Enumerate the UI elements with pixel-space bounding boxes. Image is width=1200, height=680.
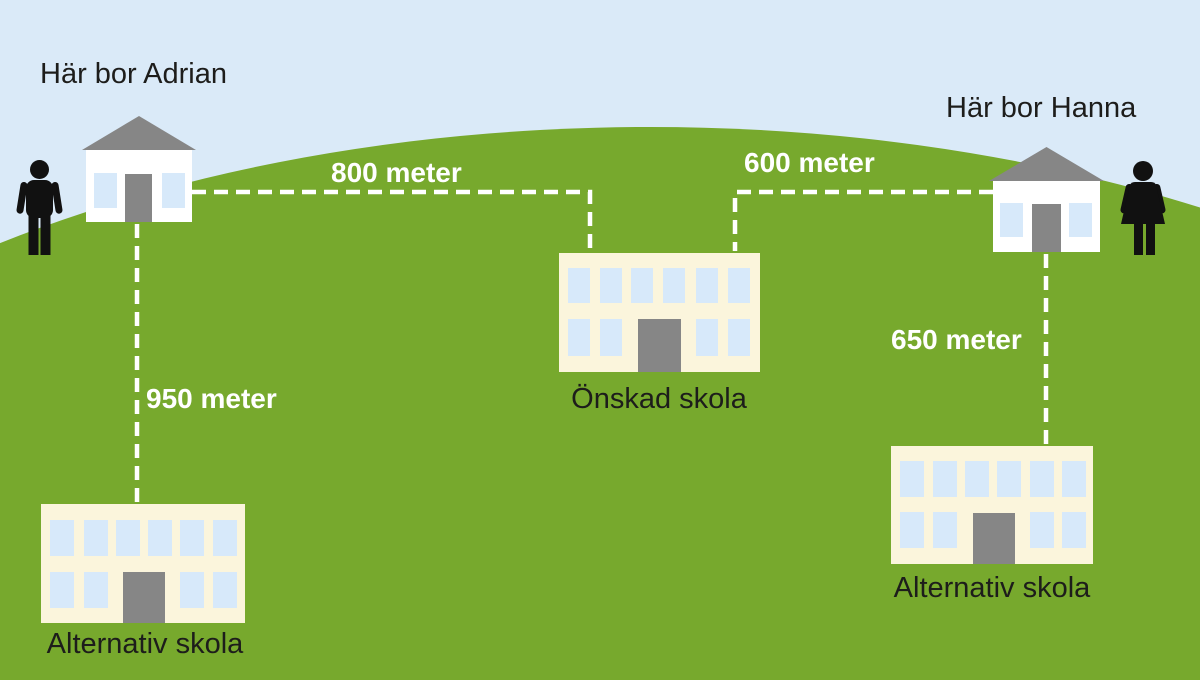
school-window xyxy=(696,319,718,356)
male-right-arm xyxy=(51,181,63,214)
house-window xyxy=(94,173,117,208)
house-window xyxy=(1000,203,1023,237)
male-torso xyxy=(26,180,53,218)
house-door xyxy=(1032,204,1061,252)
female-right-leg xyxy=(1146,224,1155,255)
house-window xyxy=(1069,203,1092,237)
school-window xyxy=(213,520,237,556)
school-window xyxy=(663,268,685,303)
female-left-leg xyxy=(1134,224,1143,255)
alternative-school-left-label: Alternativ skola xyxy=(46,628,244,660)
school-window xyxy=(84,572,108,608)
desired-school-label: Önskad skola xyxy=(571,383,747,415)
school-window xyxy=(180,520,204,556)
female-head xyxy=(1133,161,1153,181)
school-window xyxy=(696,268,718,303)
house-roof xyxy=(989,147,1104,181)
school-window xyxy=(1030,512,1054,548)
school-window xyxy=(1062,512,1086,548)
school-window xyxy=(900,461,924,497)
school-window xyxy=(933,461,957,497)
male-left-arm xyxy=(16,181,28,214)
house-roof xyxy=(82,116,196,150)
school-window xyxy=(1030,461,1054,497)
school-window xyxy=(116,520,140,556)
female-person-icon xyxy=(1120,161,1166,255)
school-window xyxy=(568,268,590,303)
male-person-icon xyxy=(16,160,63,255)
alternative-school-right-label: Alternativ skola xyxy=(893,572,1091,604)
alternative-school-right-icon xyxy=(891,446,1093,564)
male-head xyxy=(30,160,49,179)
school-window xyxy=(1062,461,1086,497)
school-window xyxy=(933,512,957,548)
hanna-house-icon xyxy=(989,147,1104,252)
desired-school-icon xyxy=(559,253,760,372)
school-window xyxy=(728,268,750,303)
adrian-house-icon xyxy=(82,116,196,222)
distance-label-adrian-desired: 800 meter xyxy=(331,157,462,188)
school-window xyxy=(84,520,108,556)
school-window xyxy=(180,572,204,608)
school-window xyxy=(600,319,622,356)
house-window xyxy=(162,173,185,208)
school-window xyxy=(50,572,74,608)
alternative-school-left-icon xyxy=(41,504,245,623)
male-right-leg xyxy=(40,212,51,255)
distance-label-adrian-alt: 950 meter xyxy=(146,383,277,414)
hanna-home-label: Här bor Hanna xyxy=(946,92,1137,124)
school-door xyxy=(123,572,165,623)
adrian-home-label: Här bor Adrian xyxy=(40,58,227,90)
school-window xyxy=(568,319,590,356)
school-window xyxy=(997,461,1021,497)
female-dress xyxy=(1121,182,1165,224)
school-window xyxy=(728,319,750,356)
house-door xyxy=(125,174,152,222)
school-window xyxy=(50,520,74,556)
school-window xyxy=(213,572,237,608)
school-door xyxy=(973,513,1015,564)
school-window xyxy=(965,461,989,497)
distance-line-hanna-desired xyxy=(732,189,993,251)
distance-label-hanna-desired: 600 meter xyxy=(744,147,875,178)
school-window xyxy=(900,512,924,548)
school-door xyxy=(638,319,681,372)
school-window xyxy=(631,268,653,303)
male-left-leg xyxy=(28,212,39,255)
school-window xyxy=(148,520,172,556)
school-window xyxy=(600,268,622,303)
distance-label-hanna-alt: 650 meter xyxy=(891,324,1022,355)
distance-line-adrian-desired xyxy=(192,189,593,251)
